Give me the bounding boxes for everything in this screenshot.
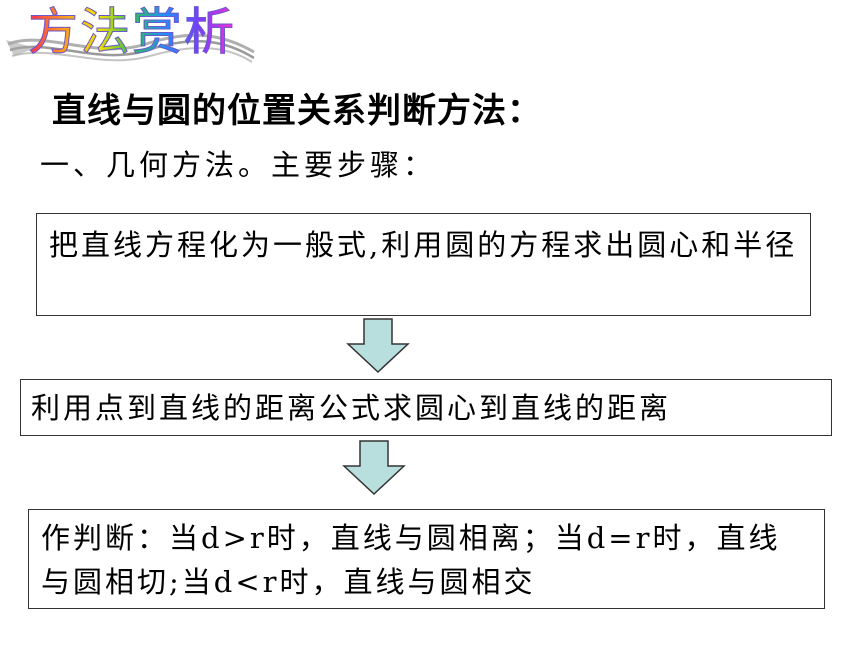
step-box-2: 利用点到直线的距离公式求圆心到直线的距离 (20, 379, 832, 436)
wordart-title-text: 方法赏析 (28, 3, 236, 62)
title-wordart: 方法赏析 (6, 0, 256, 72)
down-arrow-icon (342, 440, 406, 496)
page-heading: 直线与圆的位置关系判断方法： (52, 91, 542, 131)
section-subheading: 一、几何方法。主要步骤： (40, 148, 437, 182)
step-box-1: 把直线方程化为一般式,利用圆的方程求出圆心和半径 (36, 213, 811, 316)
step-box-3: 作判断：当d>r时，直线与圆相离；当d=r时，直线与圆相切;当d<r时，直线与圆… (28, 509, 825, 609)
swoosh-decoration (6, 33, 255, 63)
down-arrow-icon (346, 318, 410, 374)
